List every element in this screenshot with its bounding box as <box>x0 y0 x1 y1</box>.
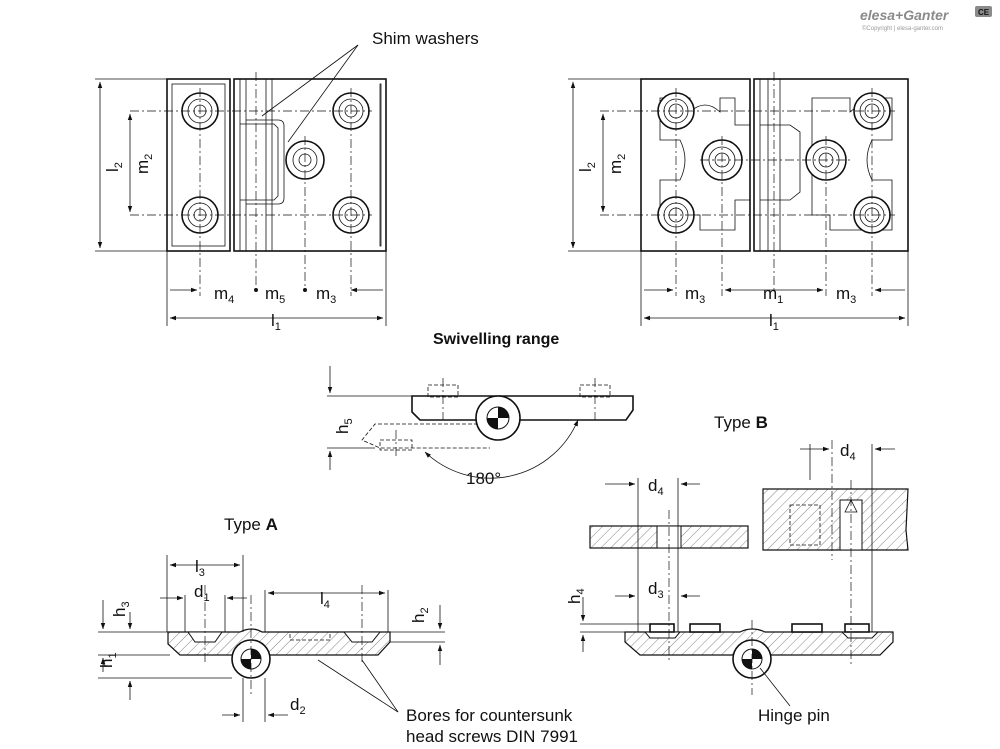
dim-label-m4: m4 <box>214 284 234 306</box>
bores-label-line2: head screws DIN 7991 <box>406 727 578 746</box>
swivel-angle-label: 180° <box>466 469 501 488</box>
brand-name: elesa+Ganter <box>860 7 950 23</box>
top-left-plan-view <box>95 44 387 326</box>
dim-label-d4: d4 <box>648 476 664 498</box>
bores-label-line1: Bores for countersunk <box>406 706 573 725</box>
type-a-label: Type A <box>224 515 278 534</box>
dim-label-m2: m2 <box>133 154 155 174</box>
dim-label-l4: l4 <box>320 589 330 611</box>
dim-label-m3: m3 <box>316 284 336 306</box>
brand-copyright: ©Copyright | elesa-ganter.com <box>862 25 943 32</box>
dim-label-l2: l2 <box>576 162 598 172</box>
dim-label-l1: l1 <box>271 311 281 333</box>
dim-label-h2: h2 <box>409 607 431 623</box>
hinge-leaf-open <box>411 395 634 427</box>
annotations: Shim washers Swivelling range 180° Type … <box>97 29 856 746</box>
swivelling-range-title: Swivelling range <box>433 331 559 348</box>
dim-label-h5: h5 <box>333 418 355 434</box>
top-right-plan-view <box>568 72 909 326</box>
type-b-section-view <box>580 440 909 707</box>
dim-label-l1: l1 <box>769 311 779 333</box>
dim-label-m1: m1 <box>763 284 783 306</box>
brand-logo: elesa+Ganter CE ©Copyright | elesa-gante… <box>860 6 992 32</box>
dim-label-l2: l2 <box>103 162 125 172</box>
dim-label-h3: h3 <box>110 601 132 617</box>
dim-label-h1: h1 <box>97 652 119 668</box>
swivelling-range-view <box>327 366 634 479</box>
dim-label-l3: l3 <box>195 557 205 579</box>
dim-label-d4: d4 <box>840 441 856 463</box>
dim-label-m3: m3 <box>685 284 705 306</box>
dim-label-h4: h4 <box>565 588 587 604</box>
shim-washers-label: Shim washers <box>372 29 479 48</box>
swivel-angle-arc <box>424 419 579 479</box>
dim-label-m2: m2 <box>606 154 628 174</box>
dim-label-d3: d3 <box>648 579 664 601</box>
ce-badge <box>975 6 992 17</box>
ce-badge-text: CE <box>978 8 990 17</box>
type-a-section-view <box>98 555 445 722</box>
hinge-pin-label: Hinge pin <box>758 706 830 725</box>
dim-label-d1: d1 <box>194 582 210 604</box>
dim-label-m5: m5 <box>265 284 285 306</box>
dim-label-d2: d2 <box>290 695 306 717</box>
hinge-pin-symbol <box>486 406 510 430</box>
type-b-label: Type B <box>714 413 768 432</box>
dim-label-m3: m3 <box>836 284 856 306</box>
mounting-block <box>762 488 909 551</box>
